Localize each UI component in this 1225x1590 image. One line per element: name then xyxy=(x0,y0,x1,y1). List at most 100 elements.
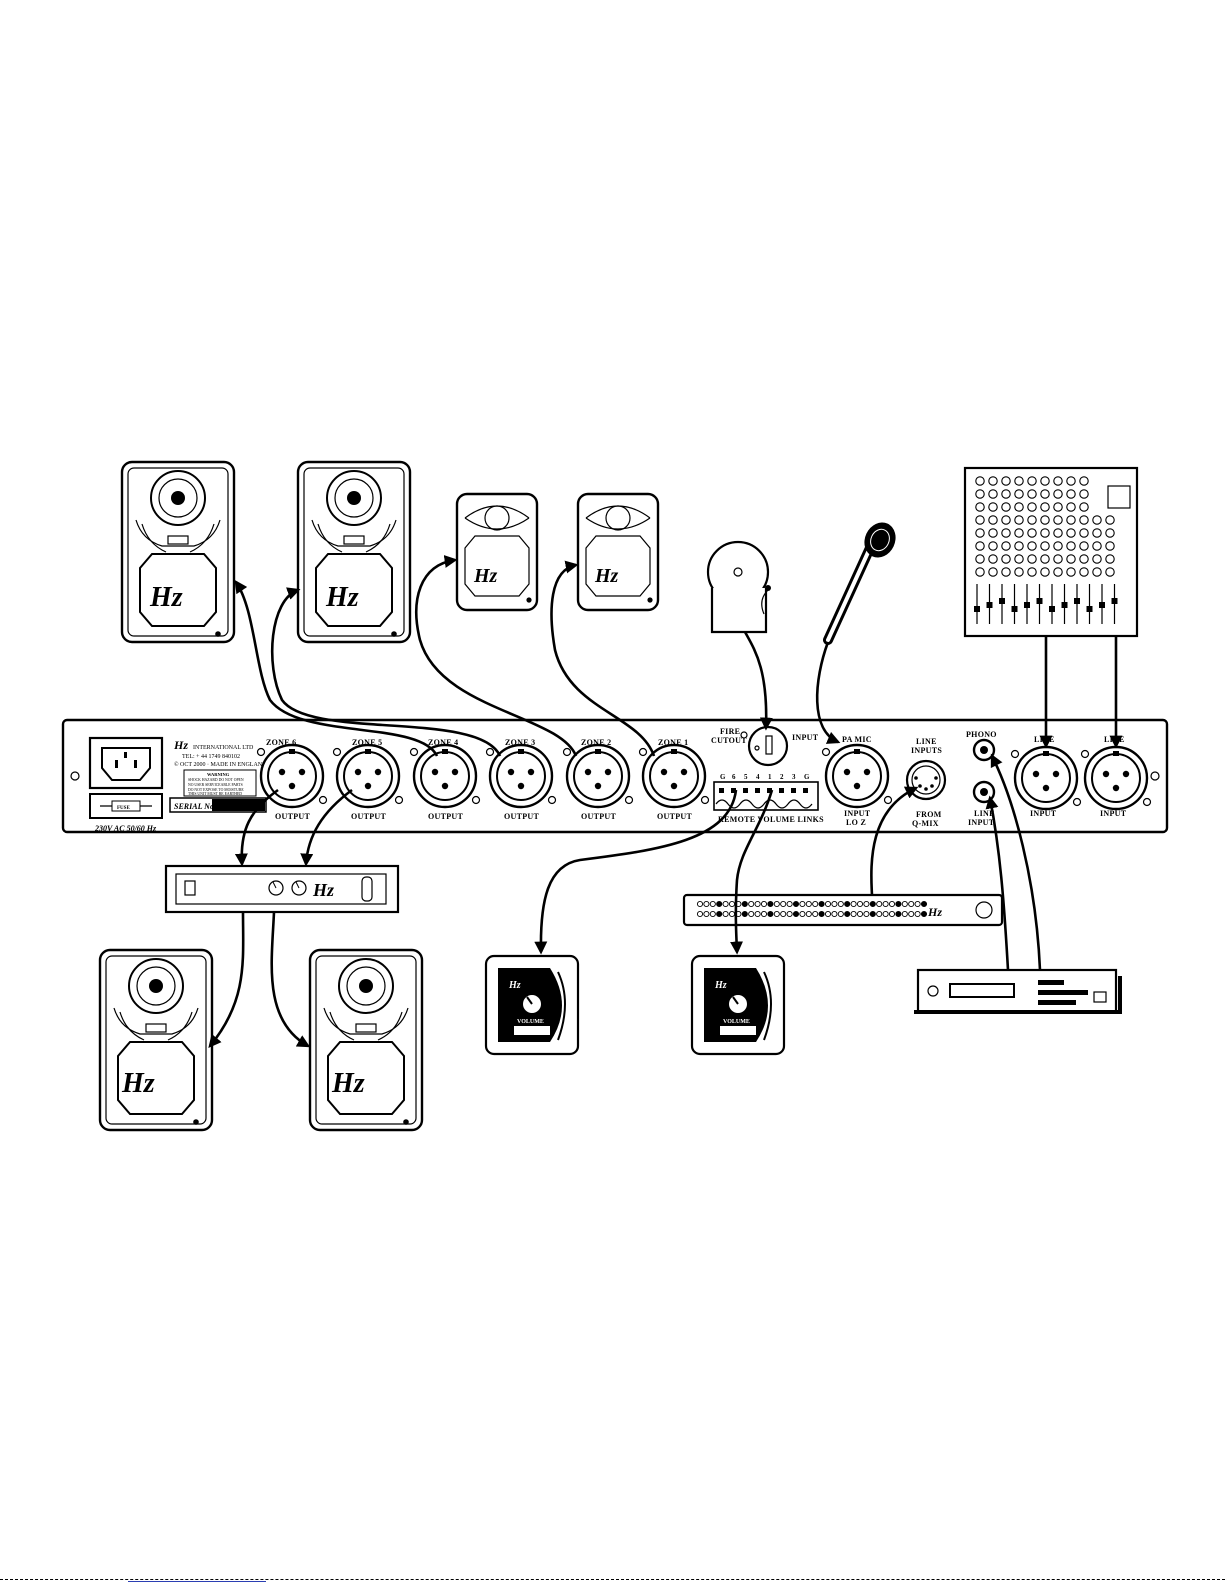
terminal-label: 6 xyxy=(732,773,736,781)
mixer-knob-icon xyxy=(1079,554,1089,564)
wall-speaker-zone-4: Hz xyxy=(455,492,539,612)
mixer-knob-icon xyxy=(1027,489,1037,499)
mixer-knob-icon xyxy=(1066,567,1076,577)
mixer-knob-icon xyxy=(1001,502,1011,512)
pa-input-label: LO Z xyxy=(846,818,866,827)
terminal-label: 2 xyxy=(780,773,784,781)
mixer-knob-icon xyxy=(1001,528,1011,538)
plate-logo: Hz xyxy=(714,980,727,991)
qmix-knob-icon xyxy=(914,900,921,908)
warning-line: NO USER SERVICEABLE PARTS xyxy=(188,783,243,787)
page-footer-link xyxy=(128,1581,266,1582)
mixer-knob-icon xyxy=(975,541,985,551)
fire-cutout-label: FIRE xyxy=(720,727,740,736)
qmix-knob-icon xyxy=(767,910,774,918)
mixer-knob-icon xyxy=(1027,541,1037,551)
mixer-knob-icon xyxy=(1027,554,1037,564)
mixer-fader-icon xyxy=(1086,606,1093,612)
terminal-label: 5 xyxy=(744,773,748,781)
qmix-knob-icon xyxy=(831,900,838,908)
zone-sub: OUTPUT xyxy=(657,812,692,821)
fire-cutout-label: CUTOUT xyxy=(711,736,747,745)
rack-panel: FUSE 230V AC 50/60 Hz Hz INTERNATIONAL L… xyxy=(61,718,1169,834)
mixer-knob-icon xyxy=(1001,489,1011,499)
line-inputs-label: INPUTS xyxy=(911,746,942,755)
input-label: INPUT xyxy=(1030,809,1057,818)
pa-mic-label: PA MIC xyxy=(842,735,872,744)
qmix-knob-icon xyxy=(741,910,748,918)
qmix-knob-icon xyxy=(895,900,902,908)
panel-brand: Hz xyxy=(173,738,188,752)
panel-tel: TEL: + 44 1749 840102 xyxy=(182,754,240,760)
amp-logo: Hz xyxy=(312,880,334,900)
fire-bell-icon xyxy=(706,540,771,634)
mixer-knob-icon xyxy=(1053,528,1063,538)
terminal-screw-icon xyxy=(779,788,784,793)
qmix-knob-icon xyxy=(908,900,915,908)
remote-volume-plate-2: Hz VOLUME xyxy=(690,954,786,1056)
qmix-knob-icon xyxy=(716,910,723,918)
mixer-knob-icon xyxy=(1092,528,1102,538)
qmix-knob-icon xyxy=(703,900,710,908)
power-inlet: FUSE 230V AC 50/60 Hz xyxy=(88,736,164,833)
mixer-knob-icon xyxy=(988,476,998,486)
mixer-knob-icon xyxy=(975,554,985,564)
line-input-label: INPUT xyxy=(968,818,995,827)
speaker-logo: Hz xyxy=(325,582,359,613)
qmix-knob-icon xyxy=(760,900,768,908)
qmix-knob-icon xyxy=(716,900,723,908)
mixer-knob-icon xyxy=(1001,567,1011,577)
mixer-knob-icon xyxy=(1053,515,1063,525)
page-footer-rule xyxy=(0,1579,1225,1580)
mixer-knob-icon xyxy=(1040,528,1050,538)
speaker-logo: Hz xyxy=(473,565,498,587)
mixer-fader-icon xyxy=(1111,598,1118,604)
wiring xyxy=(208,555,1123,1049)
mixer-knob-icon xyxy=(1014,502,1024,512)
mixer-knob-icon xyxy=(975,502,985,512)
mixer-knob-icon xyxy=(1027,476,1037,486)
qmix-knob-icon xyxy=(773,900,780,908)
mixer-knob-icon xyxy=(975,567,985,577)
mixer-fader-icon xyxy=(1024,602,1030,608)
qmix-knob-icon xyxy=(799,910,806,918)
terminal-screw-icon xyxy=(767,788,772,793)
mixer-knob-icon xyxy=(1066,515,1076,525)
qmix-knob-icon xyxy=(709,900,716,908)
qmix-knob-icon xyxy=(831,910,838,918)
mixer-knob-icon xyxy=(1079,567,1089,577)
line-label: LINE xyxy=(1104,735,1125,744)
mixer-knob-icon xyxy=(1040,515,1050,525)
qmix-knob-icon xyxy=(844,910,851,918)
mixer-knob-icon xyxy=(1079,489,1089,499)
qmix-knob-icon xyxy=(850,910,857,918)
mixer-knob-icon xyxy=(975,489,985,499)
mixer-knob-icon xyxy=(1001,541,1011,551)
mixer-fader-icon xyxy=(1049,606,1055,612)
terminal-label: 3 xyxy=(792,773,796,781)
warning-line: THIS UNIT MUST BE EARTHED xyxy=(188,792,242,796)
mixer-knob-icon xyxy=(1079,541,1089,551)
qmix-knob-icon xyxy=(888,900,896,908)
remote-volume-plate-1: Hz VOLUME xyxy=(484,954,580,1056)
zone-sub: OUTPUT xyxy=(351,812,386,821)
mixer-knob-icon xyxy=(1066,541,1076,551)
qmix-knob-icon xyxy=(799,900,806,908)
mixer-knob-icon xyxy=(1040,489,1050,499)
zone-3-output: ZONE 3 OUTPUT xyxy=(485,738,557,821)
mixer-knob-icon xyxy=(1066,476,1076,486)
qmix-knob-icon xyxy=(709,910,716,918)
mixer-knob-icon xyxy=(1053,476,1063,486)
mixer-knob-icon xyxy=(1105,541,1115,551)
fire-input-label: INPUT xyxy=(792,733,819,742)
qmix-knob-icon xyxy=(812,900,819,908)
mixer-knob-icon xyxy=(1001,476,1011,486)
phono-inputs: PHONO LINE INPUT xyxy=(966,730,997,827)
mixer-knob-icon xyxy=(1105,515,1115,525)
mixer-knob-icon xyxy=(1066,554,1076,564)
speaker-logo: Hz xyxy=(121,1068,155,1099)
qmix-knob-icon xyxy=(844,900,851,908)
panel-copyright: © OCT 2000 · MADE IN ENGLAND xyxy=(174,761,267,768)
qmix-knob-icon xyxy=(754,910,761,918)
